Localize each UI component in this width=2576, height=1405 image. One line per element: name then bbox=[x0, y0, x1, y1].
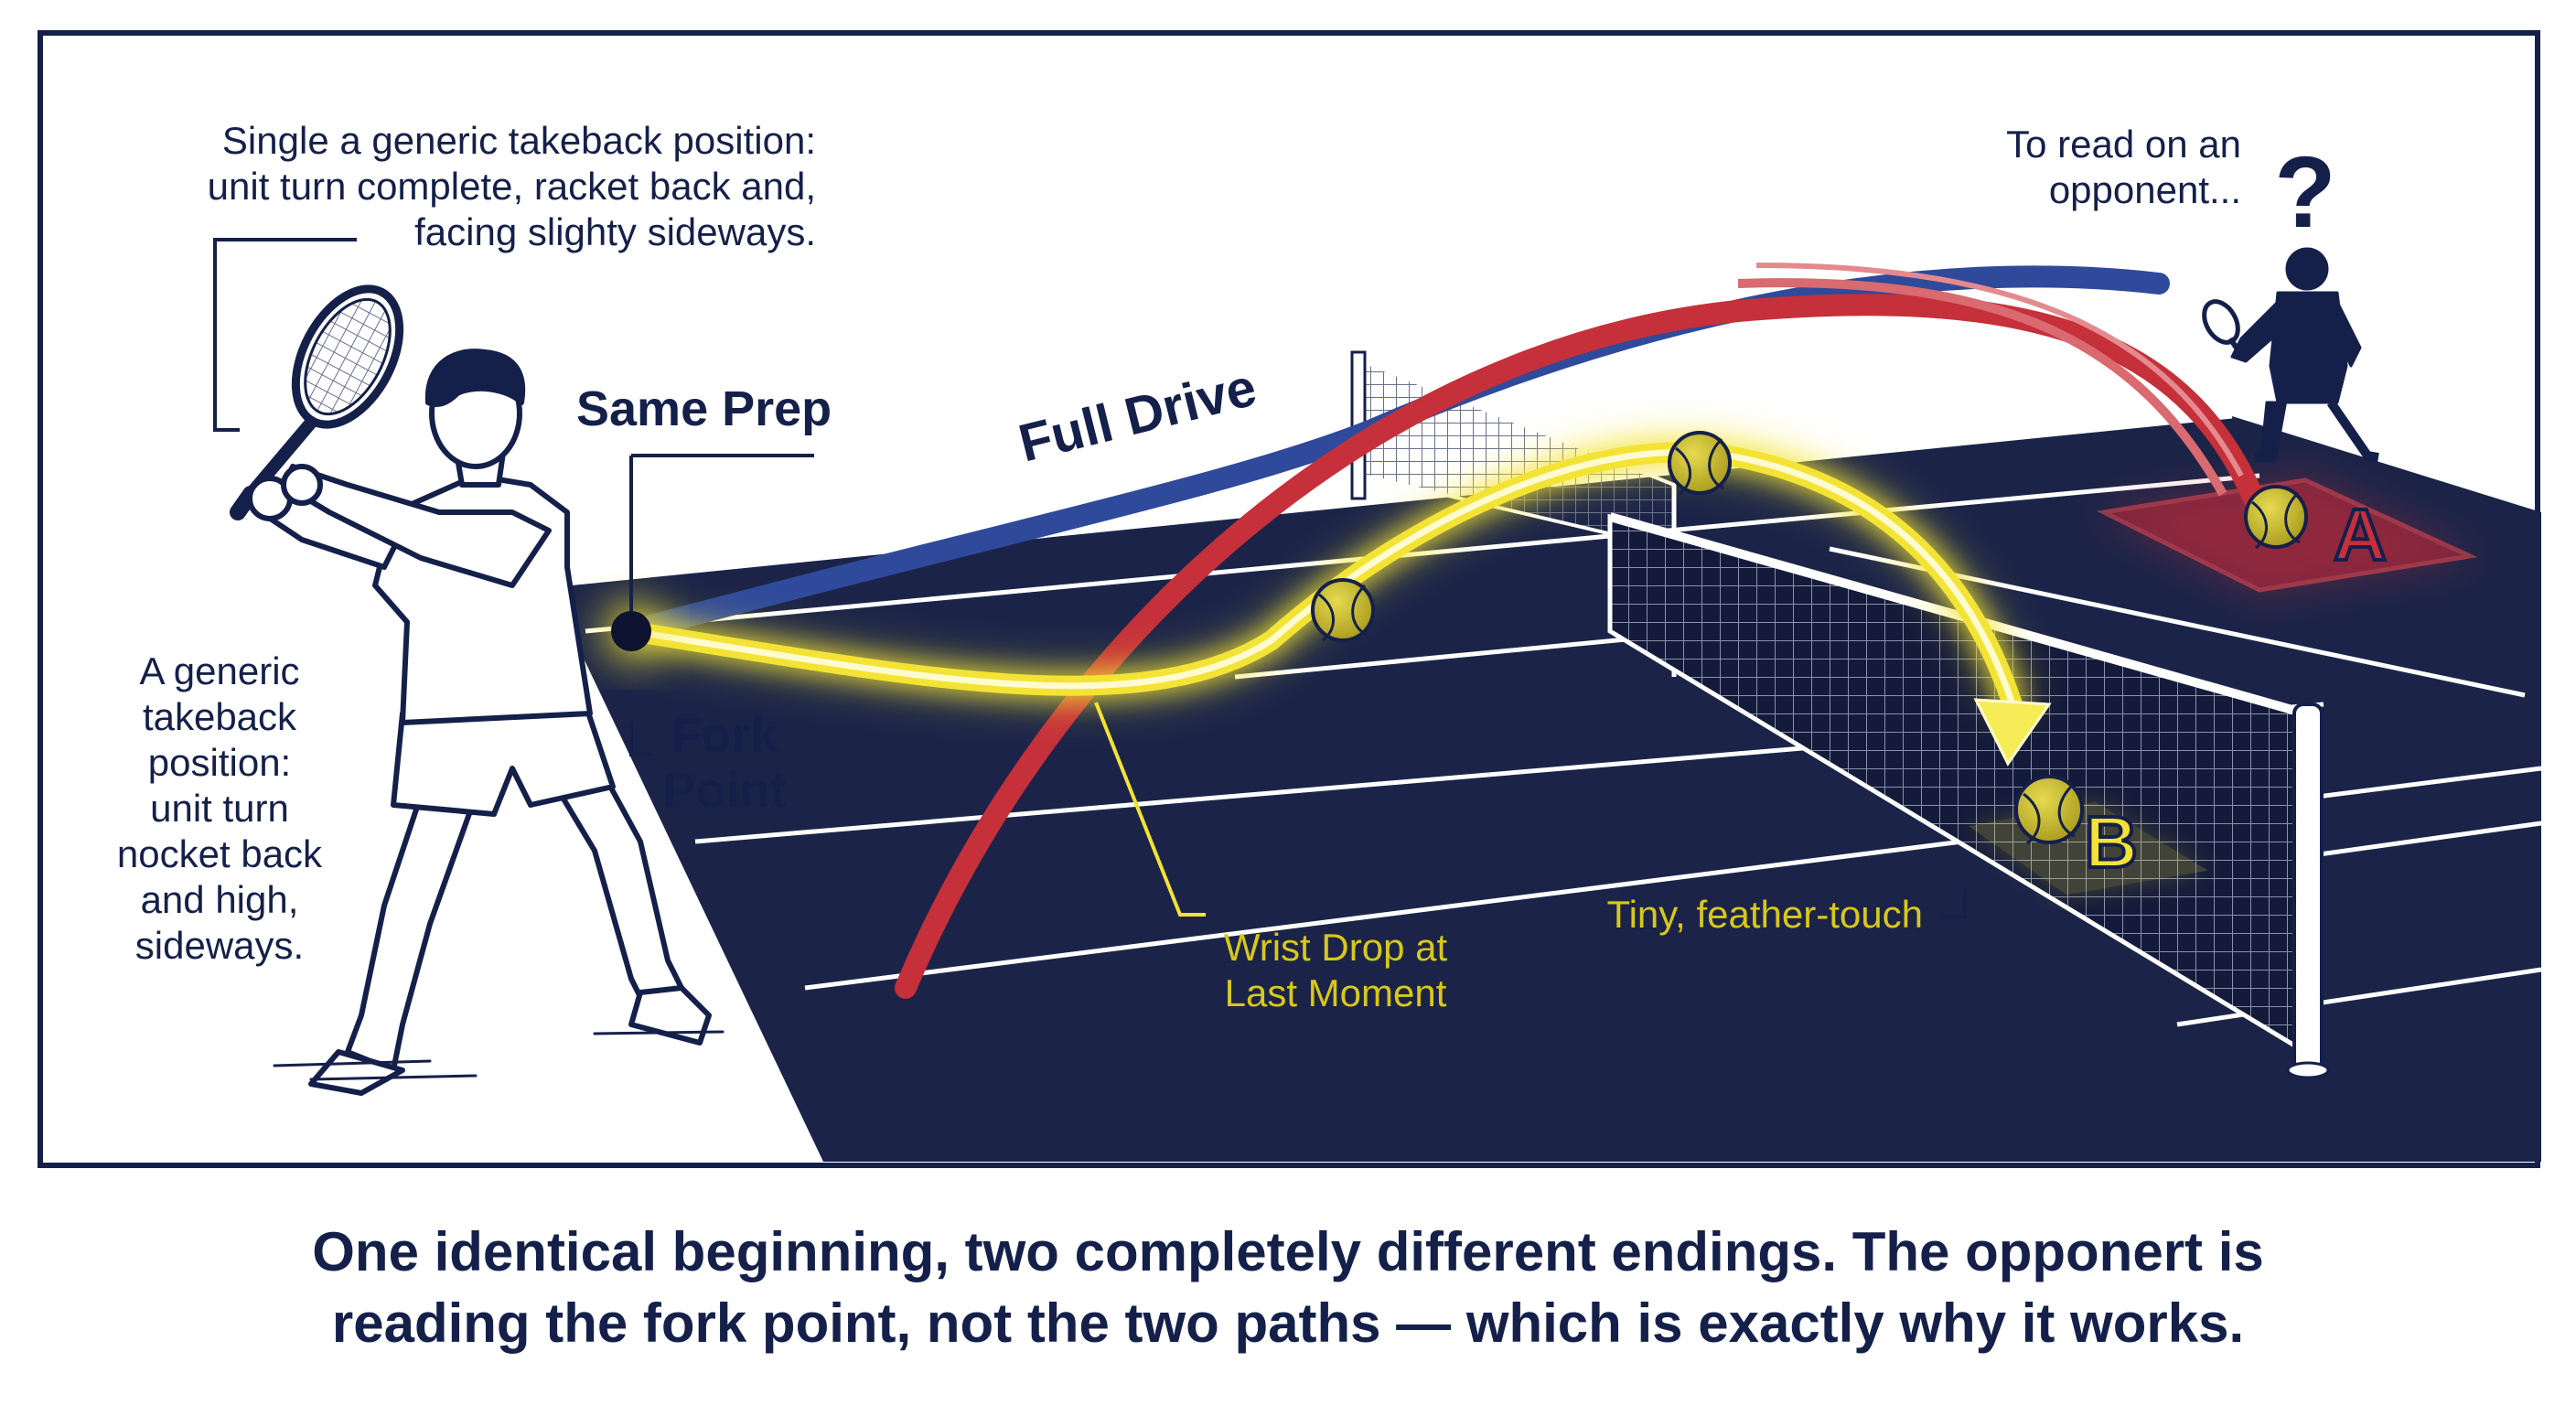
wrist-drop-line-1: Wrist Drop at bbox=[1224, 926, 1448, 969]
side-note-line-2: takeback bbox=[143, 695, 297, 738]
same-prep-label: Same Prep bbox=[576, 381, 832, 436]
feather-touch-label: Tiny, feather-touch bbox=[1607, 893, 1924, 936]
wrist-drop-label: Wrist Drop at Last Moment bbox=[1224, 926, 1448, 1014]
red-drive-path bbox=[895, 263, 2270, 999]
wrist-drop-line-2: Last Moment bbox=[1225, 971, 1447, 1014]
fork-point-line-2: Point bbox=[663, 763, 787, 818]
feather-touch-leader bbox=[1939, 892, 1967, 918]
caption-line-2: reading the fork point, not the two path… bbox=[331, 1292, 2245, 1354]
ball-b bbox=[2014, 775, 2084, 845]
top-note: Single a generic takeback position: unit… bbox=[208, 119, 816, 253]
side-note-line-4: unit turn bbox=[150, 787, 289, 830]
side-note-line-6: and high, bbox=[141, 878, 299, 921]
top-note-line-3: facing slighty sideways. bbox=[414, 210, 816, 253]
question-mark-icon: ? bbox=[2274, 136, 2335, 249]
opponent-note: To read on an opponent... bbox=[2006, 123, 2241, 211]
target-b-label: B bbox=[2085, 801, 2138, 883]
opponent-figure bbox=[2202, 247, 2379, 462]
drop-shot-path bbox=[621, 432, 2052, 767]
caption-line-1: One identical beginning, two completely … bbox=[312, 1221, 2264, 1282]
fork-point-marker bbox=[595, 454, 814, 756]
wrist-drop-leader bbox=[1094, 702, 1206, 917]
top-note-line-2: unit turn complete, racket back and, bbox=[208, 165, 816, 208]
opponent-note-line-2: opponent... bbox=[2049, 168, 2241, 211]
fork-point-label: Fork Point bbox=[663, 708, 787, 818]
target-a-label: A bbox=[2334, 494, 2387, 575]
side-note-line-1: A generic bbox=[139, 649, 299, 692]
side-note: A generic takeback position: unit turn n… bbox=[117, 649, 323, 967]
opponent-note-line-1: To read on an bbox=[2006, 123, 2241, 166]
ball-1 bbox=[1311, 578, 1375, 642]
near-net bbox=[1607, 512, 2330, 1079]
ball-2 bbox=[1668, 431, 1732, 496]
tennis-balls bbox=[1311, 431, 2308, 845]
top-note-leader bbox=[213, 238, 357, 432]
top-note-line-1: Single a generic takeback position: bbox=[222, 119, 816, 162]
side-note-line-5: nocket back bbox=[117, 832, 323, 875]
player-figure bbox=[230, 284, 724, 1096]
side-note-line-3: position: bbox=[148, 741, 291, 784]
side-note-line-7: sideways. bbox=[135, 924, 304, 967]
fork-point-line-1: Fork bbox=[671, 708, 778, 763]
ball-a bbox=[2244, 485, 2308, 550]
